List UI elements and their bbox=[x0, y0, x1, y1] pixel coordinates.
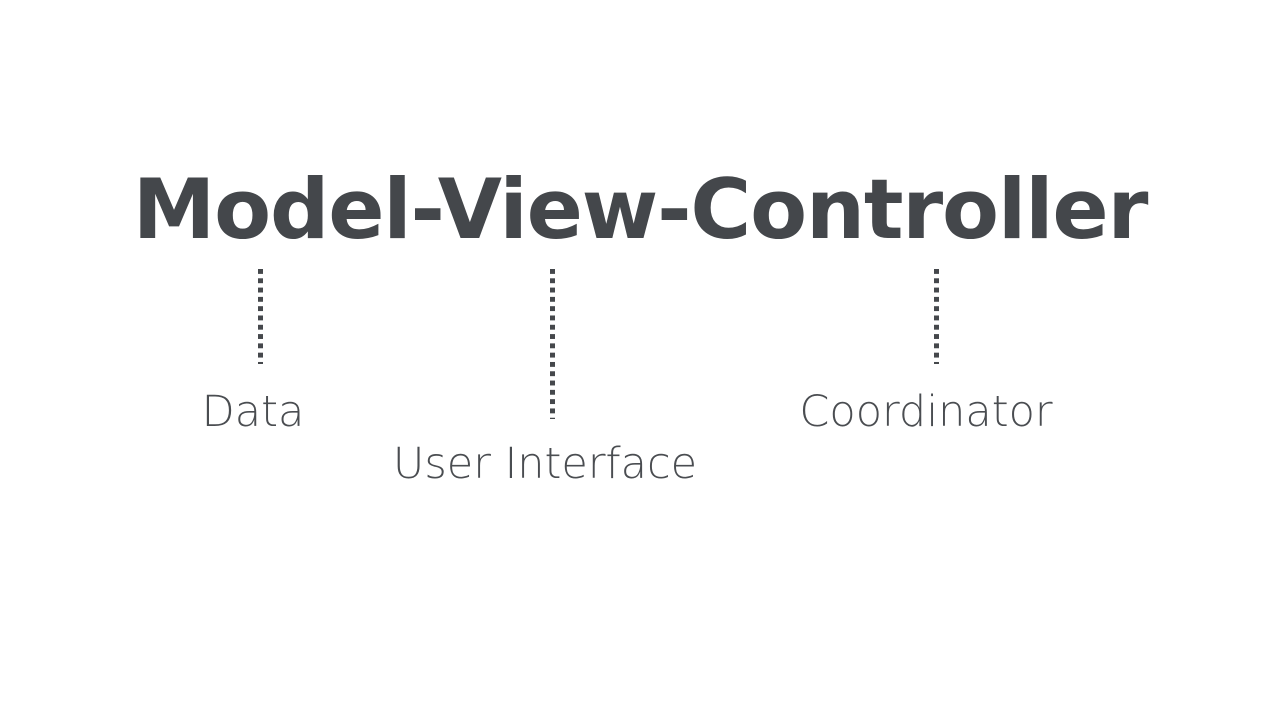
dotted-connector-model bbox=[258, 269, 263, 364]
label-controller-coordinator: Coordinator bbox=[799, 387, 1053, 437]
dotted-connector-controller bbox=[934, 269, 939, 364]
page-title: Model-View-Controller bbox=[132, 161, 1149, 258]
dotted-connector-view bbox=[550, 269, 555, 419]
label-view-user-interface: User Interface bbox=[392, 439, 698, 489]
label-model-data: Data bbox=[201, 387, 305, 437]
